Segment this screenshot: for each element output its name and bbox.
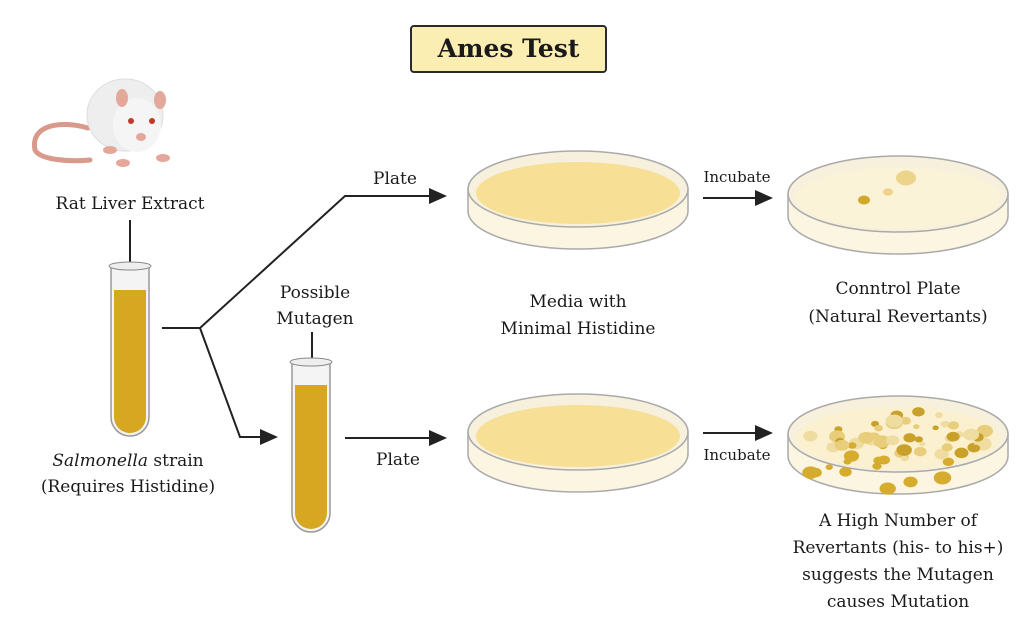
colony [913, 424, 920, 430]
colony [941, 443, 953, 452]
colony [873, 456, 885, 465]
colony [885, 414, 903, 428]
media [796, 167, 1000, 229]
colony [883, 188, 893, 196]
colony [912, 407, 925, 417]
colony [802, 466, 819, 479]
colony [834, 439, 850, 451]
plate-label-bottom: Plate [376, 450, 420, 470]
colony [858, 431, 874, 444]
colony [946, 431, 960, 442]
colony [843, 450, 860, 462]
flow-arrows [122, 188, 773, 446]
colony [948, 421, 960, 430]
liquid [295, 385, 327, 529]
colony [919, 441, 926, 447]
colony [858, 195, 870, 205]
incubate-label-bottom: Incubate [703, 446, 771, 464]
title-box: Ames Test [410, 25, 607, 73]
colony [971, 444, 981, 452]
colony [886, 435, 900, 446]
result-label-4: causes Mutation [826, 592, 970, 612]
colony [914, 436, 923, 443]
colony [879, 482, 896, 495]
colony [942, 457, 955, 467]
colony [903, 433, 916, 443]
colony [940, 420, 950, 428]
colony [900, 455, 909, 462]
rat-liver-label: Rat Liver Extract [55, 194, 205, 214]
mutagen-label-1: Possible [279, 283, 351, 303]
strain-name: Salmonella [52, 451, 148, 471]
incubate-label-top: Incubate [703, 168, 771, 186]
rat-icon [32, 78, 170, 167]
media [476, 405, 680, 467]
plate-media-top [467, 150, 689, 250]
colony [933, 471, 952, 485]
strain-suffix: strain [147, 451, 204, 471]
colony [896, 444, 912, 456]
strain-label: Salmonella strain [52, 448, 203, 475]
liquid [114, 290, 146, 433]
plate-media-bottom [467, 393, 689, 493]
colony [825, 464, 833, 470]
colony [913, 446, 927, 457]
mutagen-plate [787, 395, 1009, 495]
arrow-to-plate-top [162, 188, 447, 329]
result-label-1: A High Number of [818, 511, 978, 531]
plate-label-top: Plate [373, 169, 417, 189]
colony [900, 416, 911, 425]
control-label-1: Conntrol Plate [835, 279, 961, 299]
result-label-3: suggests the Mutagen [802, 565, 994, 585]
salmonella-tube [108, 261, 152, 437]
colony [954, 447, 969, 459]
media-label-2: Minimal Histidine [500, 319, 656, 339]
colony [934, 448, 949, 460]
colony [903, 476, 918, 488]
strain-note: (Requires Histidine) [40, 477, 216, 497]
colony [874, 424, 883, 432]
colony [896, 170, 916, 186]
colony [803, 430, 818, 442]
colony [963, 428, 980, 441]
colony [847, 442, 857, 449]
media [476, 162, 680, 224]
control-label-2: (Natural Revertants) [808, 307, 988, 327]
control-plate [787, 155, 1009, 255]
media-label-1: Media with [529, 292, 627, 312]
colony [839, 467, 852, 477]
arrow-to-mutagen-tube [199, 327, 278, 445]
colony [932, 425, 939, 431]
colony [873, 435, 891, 448]
result-label-2: Revertants (his- to his+) [792, 538, 1004, 558]
mutagen-label-2: Mutagen [276, 309, 354, 329]
mutagen-tube [289, 357, 333, 533]
colony [935, 412, 943, 419]
